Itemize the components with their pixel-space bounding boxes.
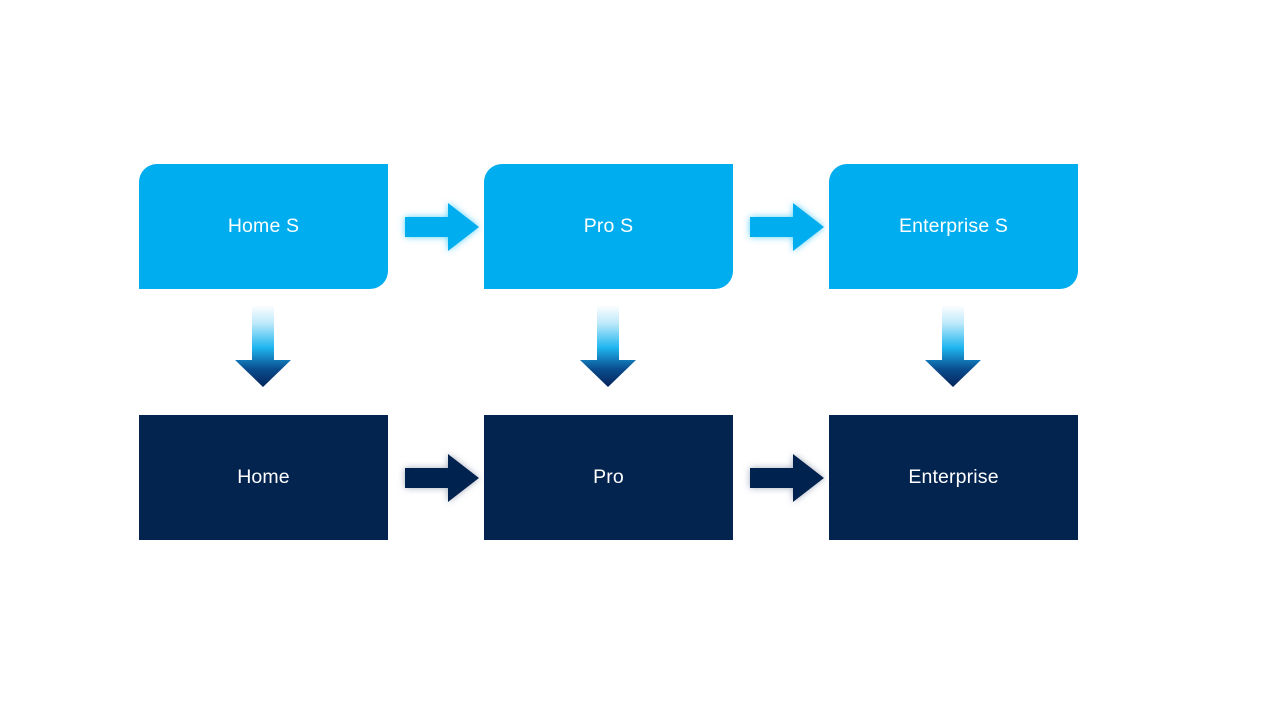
arrow-down-icon-home-s-to-home [235,305,291,387]
process-box-home-s[interactable]: Home S [139,164,388,289]
process-box-label: Home [237,465,290,488]
process-box-label: Pro S [583,214,634,237]
arrow-down-icon-pro-s-to-pro [580,305,636,387]
process-box-pro-s[interactable]: Pro S [484,164,733,289]
process-box-label: Home S [227,214,300,237]
arrow-right-icon-pro-s-to-enterprise-s [750,201,824,253]
process-box-home[interactable]: Home [139,415,388,540]
process-box-enterprise[interactable]: Enterprise [829,415,1078,540]
process-box-label: Pro [593,465,624,488]
process-box-enterprise-s[interactable]: Enterprise S [829,164,1078,289]
process-box-label: Enterprise S [898,214,1009,237]
arrow-right-icon-pro-to-enterprise [750,452,824,504]
arrow-right-icon-home-to-pro [405,452,479,504]
process-box-pro[interactable]: Pro [484,415,733,540]
arrow-down-icon-enterprise-s-to-enterprise [925,305,981,387]
arrow-right-icon-home-s-to-pro-s [405,201,479,253]
process-box-label: Enterprise [908,465,999,488]
